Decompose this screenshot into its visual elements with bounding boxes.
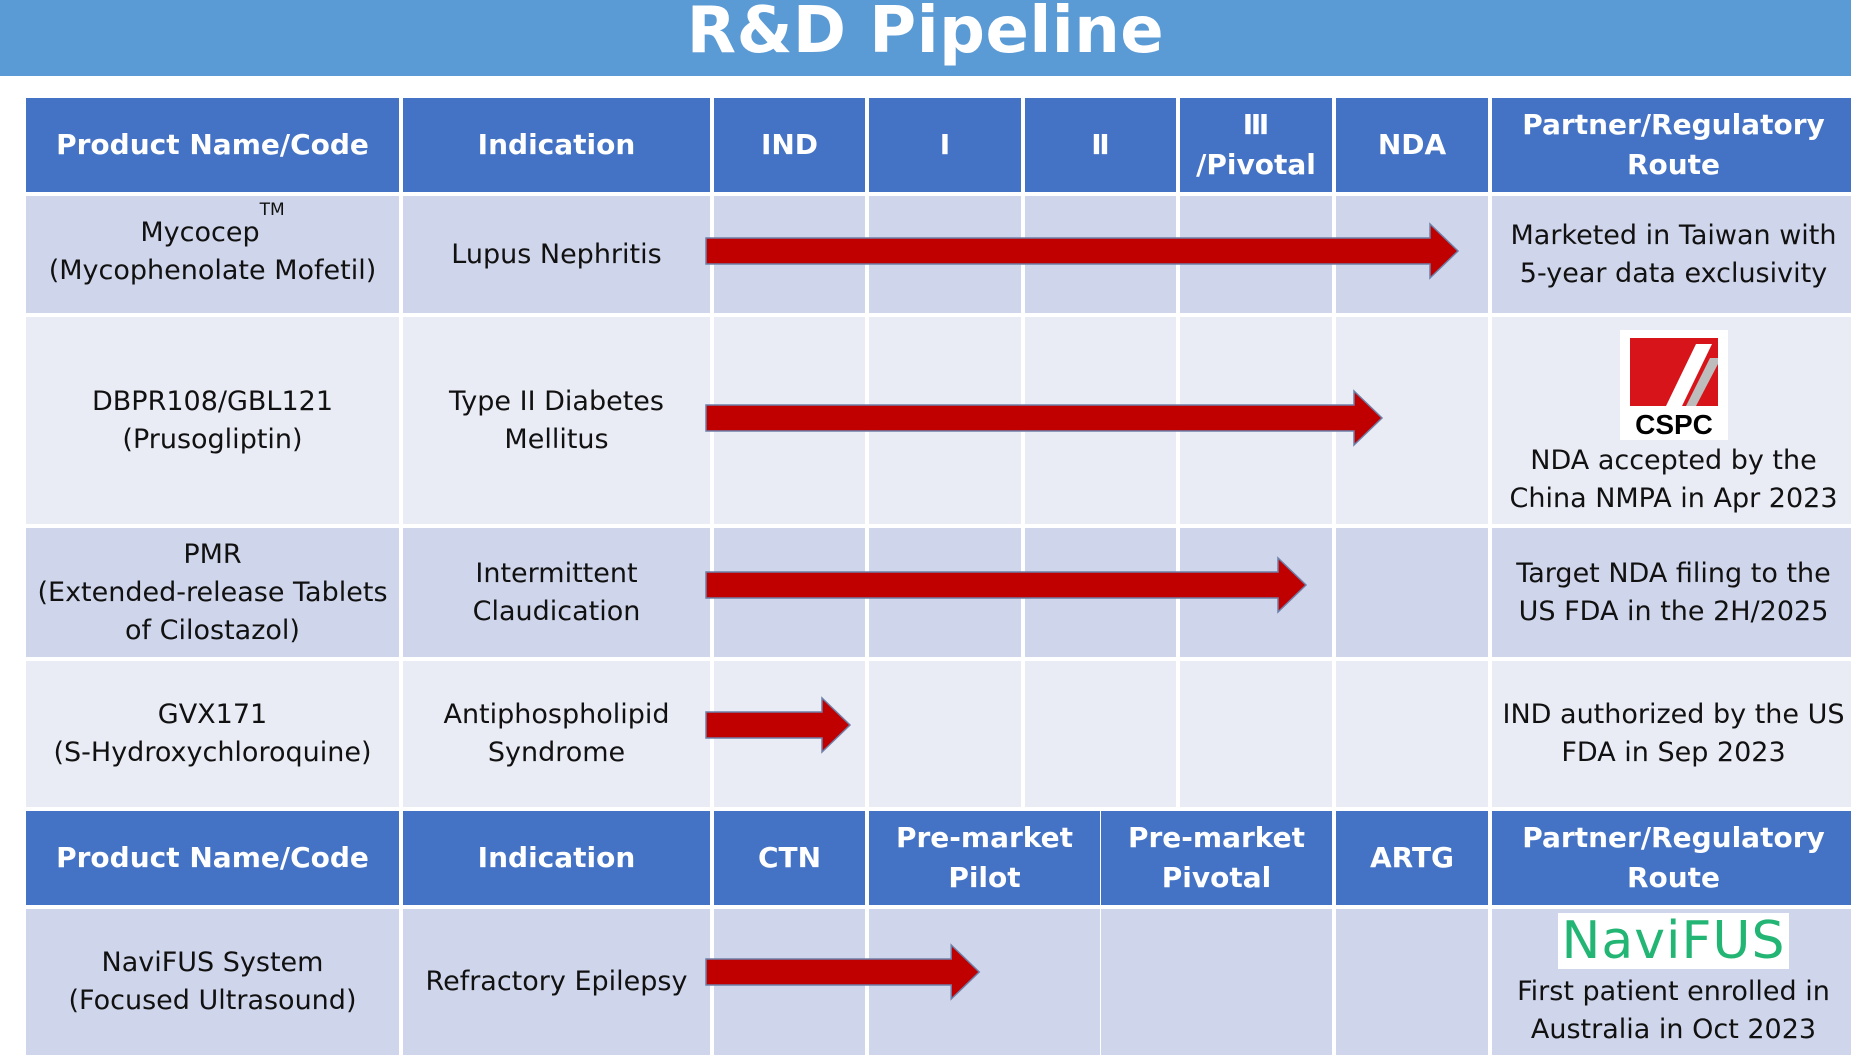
header-stage-pivotal: Pre-market Pivotal [1101,811,1332,905]
indication-cell: Type II Diabetes Mellitus [403,317,710,524]
header-stage-ind: IND [714,98,865,192]
route-cell: NaviFUS First patient enrolled in Austra… [1492,909,1851,1055]
cspc-logo-mark: CSPC [1619,330,1728,440]
stage-cell [1180,528,1332,657]
header-route: Partner/Regulatory Route [1492,98,1851,192]
stage-cell [1025,661,1176,807]
stage-cell [1025,196,1176,313]
stage-cell [714,528,865,657]
product-cell: DBPR108/GBL121 (Prusogliptin) [26,317,399,524]
route-cell: CSPC NDA accepted by the China NMPA in A… [1492,317,1851,524]
route-cell: Target NDA filing to the US FDA in the 2… [1492,528,1851,657]
cspc-logo: CSPC [1619,330,1728,440]
stage-cell [1180,317,1332,524]
stage-cell [1336,317,1488,524]
route-text: NDA accepted by the China NMPA in Apr 20… [1509,445,1838,514]
stage-cell [869,661,1021,807]
indication-cell: Lupus Nephritis [403,196,710,313]
stage-cell [869,528,1021,657]
navifus-logo: NaviFUS [1557,913,1790,969]
header-indication: Indication [403,98,710,192]
header-stage-phase-3: Ⅲ /Pivotal [1180,98,1332,192]
stage-cell [1025,528,1176,657]
stage-cell [1336,661,1488,807]
route-cell: IND authorized by the US FDA in Sep 2023 [1492,661,1851,807]
stage-cell [714,317,865,524]
route-cell: Marketed in Taiwan with 5-year data excl… [1492,196,1851,313]
stage-cell [869,909,1100,1055]
product-cell: PMR (Extended-release Tablets of Cilosta… [26,528,399,657]
title-bar [0,0,1851,76]
product-cell: GVX171 (S-Hydroxychloroquine) [26,661,399,807]
header-stage-artg: ARTG [1336,811,1488,905]
header-stage-phase-1: Ⅰ [869,98,1021,192]
header-stage-phase-2: Ⅱ [1025,98,1176,192]
stage-cell [1101,909,1332,1055]
stage-cell [869,196,1021,313]
stage-cell [1180,196,1332,313]
header-product: Product Name/Code [26,811,399,905]
header-product: Product Name/Code [26,98,399,192]
stage-cell [869,317,1021,524]
product-cell: NaviFUS System (Focused Ultrasound) [26,909,399,1055]
stage-cell [1025,317,1176,524]
pipeline-table: Product Name/Code Indication IND Ⅰ Ⅱ Ⅲ /… [26,98,1851,1055]
indication-cell: Intermittent Claudication [403,528,710,657]
stage-cell [714,909,865,1055]
product-subname: (Mycophenolate Mofetil) [48,255,377,286]
product-cell: MycocepTM (Mycophenolate Mofetil) [26,196,399,313]
stage-cell [714,196,865,313]
header-stage-ctn: CTN [714,811,865,905]
header-indication: Indication [403,811,710,905]
stage-cell [1336,909,1488,1055]
stage-cell [1336,528,1488,657]
trademark-sup: TM [259,200,285,220]
header-stage-pilot: Pre-market Pilot [869,811,1100,905]
indication-cell: Refractory Epilepsy [403,909,710,1055]
page-title: R&D Pipeline [686,0,1165,68]
stage-cell [714,661,865,807]
stage-cell [1336,196,1488,313]
cspc-logo-text: CSPC [1635,409,1713,440]
header-route: Partner/Regulatory Route [1492,811,1851,905]
indication-cell: Antiphospholipid Syndrome [403,661,710,807]
route-text: First patient enrolled in Australia in O… [1517,976,1830,1045]
stage-cell [1180,661,1332,807]
product-name: Mycocep [140,217,260,248]
header-stage-nda: NDA [1336,98,1488,192]
